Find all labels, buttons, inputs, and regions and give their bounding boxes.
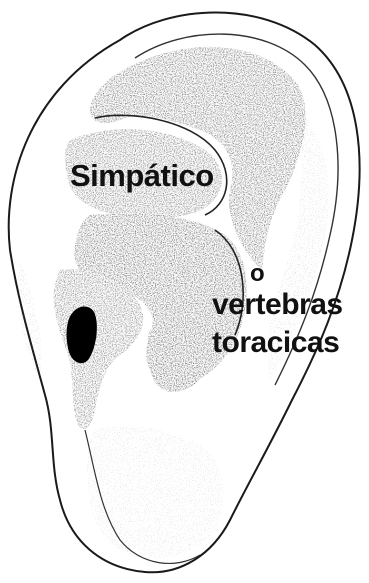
label-o: o	[250, 262, 265, 286]
shading	[54, 47, 306, 429]
label-vertebras: vertebras	[212, 290, 343, 320]
label-simpatico: Simpático	[70, 160, 214, 191]
label-toracicas: toracicas	[212, 328, 339, 358]
